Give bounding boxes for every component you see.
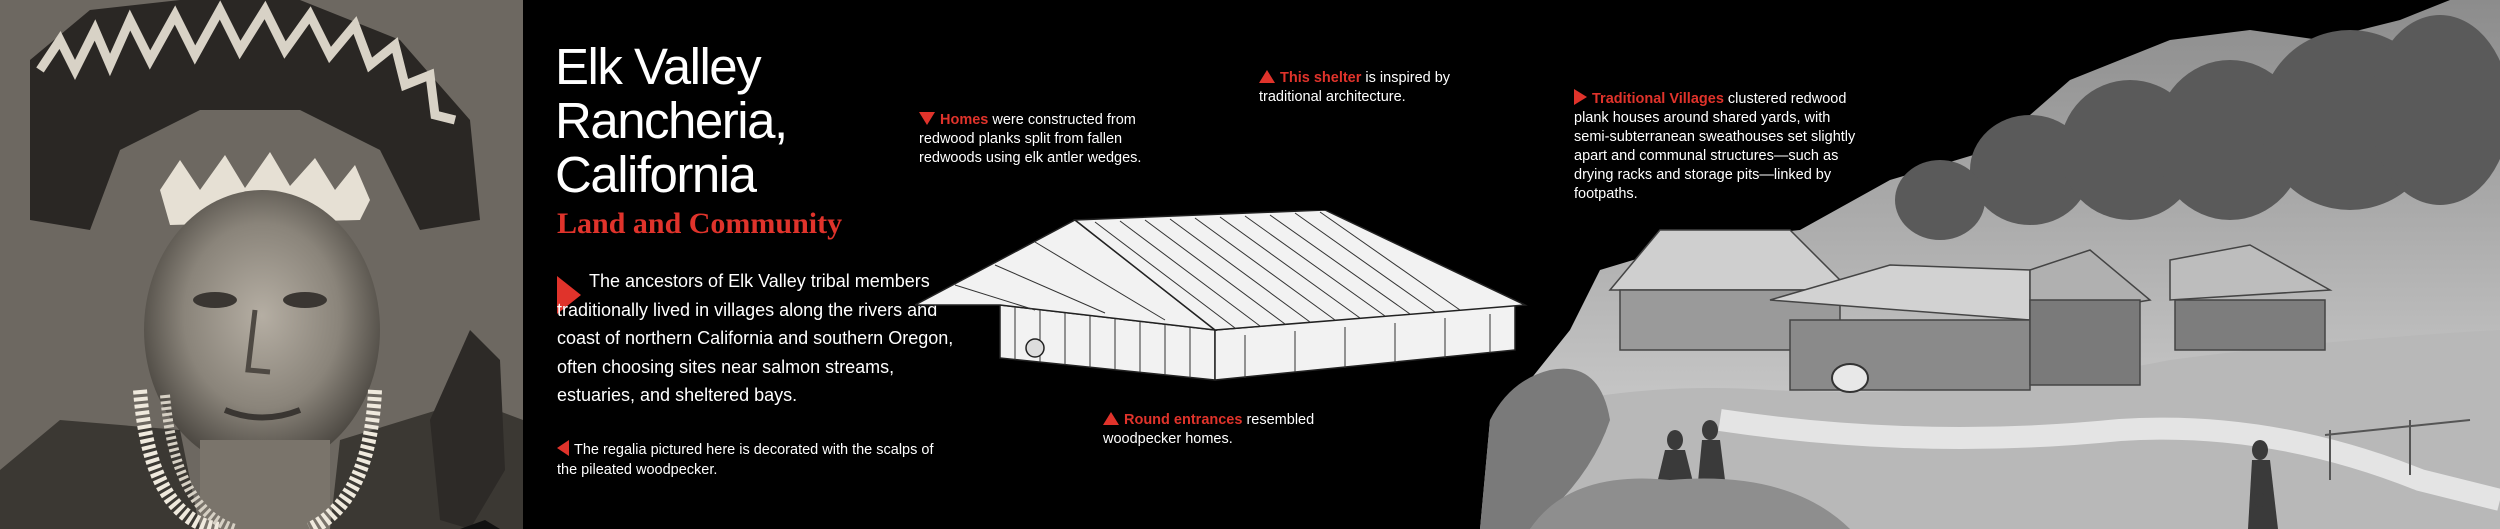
note-entrances-text: resembled woodpecker homes. — [1103, 412, 1315, 447]
note-shelter-text: is inspired by traditional architecture. — [1259, 70, 1451, 105]
note-entrances: Round entrances resembled woodpecker hom… — [1103, 411, 1343, 449]
triangle-right-icon — [557, 276, 581, 314]
plank-house-diagram — [915, 210, 1528, 381]
body-text: The ancestors of Elk Valley tribal membe… — [557, 271, 954, 405]
page-subtitle: Land and Community — [557, 207, 843, 240]
note-shelter-highlight: This shelter — [1280, 70, 1362, 86]
note-entrances-highlight: Round entrances — [1124, 412, 1243, 428]
note-homes-highlight: Homes — [940, 112, 989, 128]
triangle-down-icon — [919, 112, 935, 125]
body-paragraph: The ancestors of Elk Valley tribal membe… — [557, 267, 957, 410]
regalia-caption: The regalia pictured here is decorated w… — [557, 440, 937, 480]
village-illustration — [1480, 0, 2500, 529]
round-entrance — [1025, 338, 1045, 358]
caption-text: The regalia pictured here is decorated w… — [557, 442, 934, 478]
note-villages-highlight: Traditional Villages — [1592, 91, 1724, 107]
page-title: Elk Valley Rancheria, California — [555, 38, 788, 203]
note-villages-text: clustered redwood plank houses around sh… — [1574, 91, 1856, 202]
note-shelter: This shelter is inspired by traditional … — [1259, 69, 1499, 107]
triangle-left-icon — [557, 440, 569, 456]
triangle-up-icon — [1259, 70, 1275, 83]
note-villages: Traditional Villages clustered redwood p… — [1574, 89, 1864, 204]
triangle-up-icon — [1103, 412, 1119, 425]
portrait-photo — [0, 0, 523, 529]
note-homes: Homes were constructed from redwood plan… — [919, 111, 1179, 168]
note-homes-text: were constructed from redwood planks spl… — [919, 112, 1142, 166]
portrait-illustration — [0, 0, 523, 529]
triangle-right-icon — [1574, 89, 1587, 105]
